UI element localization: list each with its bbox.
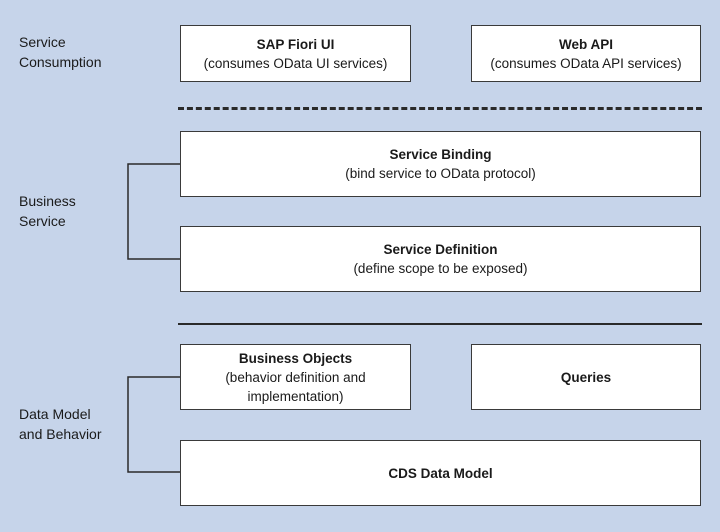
box-title: Web API — [558, 36, 613, 52]
layer-label-line: Data Model — [19, 406, 91, 422]
business-objects-box: Business Objects (behavior definition an… — [180, 344, 411, 410]
web-api-box: Web API (consumes OData API services) — [471, 25, 701, 82]
box-subtitle: (consumes OData UI services) — [203, 55, 388, 71]
box-title: Business Objects — [238, 350, 353, 366]
service-definition-box: Service Definition (define scope to be e… — [180, 226, 701, 292]
data-model-bracket — [127, 376, 180, 473]
box-title: SAP Fiori UI — [256, 36, 335, 52]
layer-label-line: Consumption — [19, 54, 102, 70]
queries-box: Queries — [471, 344, 701, 410]
layer-label-line: Service — [19, 34, 66, 50]
box-subtitle: (define scope to be exposed) — [353, 261, 528, 276]
business-divider — [178, 323, 702, 325]
box-subtitle: (consumes OData API services) — [490, 55, 682, 71]
layer-label-service-consumption: Service Consumption — [19, 32, 102, 72]
box-subtitle: (bind service to OData protocol) — [345, 166, 536, 181]
layer-label-data-model: Data Model and Behavior — [19, 404, 102, 444]
box-title: Queries — [560, 369, 612, 385]
box-subtitle: implementation) — [247, 388, 344, 404]
box-title: Service Definition — [383, 242, 498, 257]
layer-label-business-service: Business Service — [19, 191, 76, 231]
box-title: Service Binding — [389, 147, 492, 162]
service-binding-box: Service Binding (bind service to OData p… — [180, 131, 701, 197]
layer-label-line: Service — [19, 213, 66, 229]
box-title: CDS Data Model — [388, 465, 493, 481]
business-service-bracket — [127, 163, 180, 260]
sap-fiori-ui-box: SAP Fiori UI (consumes OData UI services… — [180, 25, 411, 82]
layer-label-line: Business — [19, 193, 76, 209]
layer-label-line: and Behavior — [19, 426, 102, 442]
box-subtitle: (behavior definition and — [225, 369, 366, 385]
cds-data-model-box: CDS Data Model — [180, 440, 701, 506]
consumption-divider — [178, 107, 702, 110]
